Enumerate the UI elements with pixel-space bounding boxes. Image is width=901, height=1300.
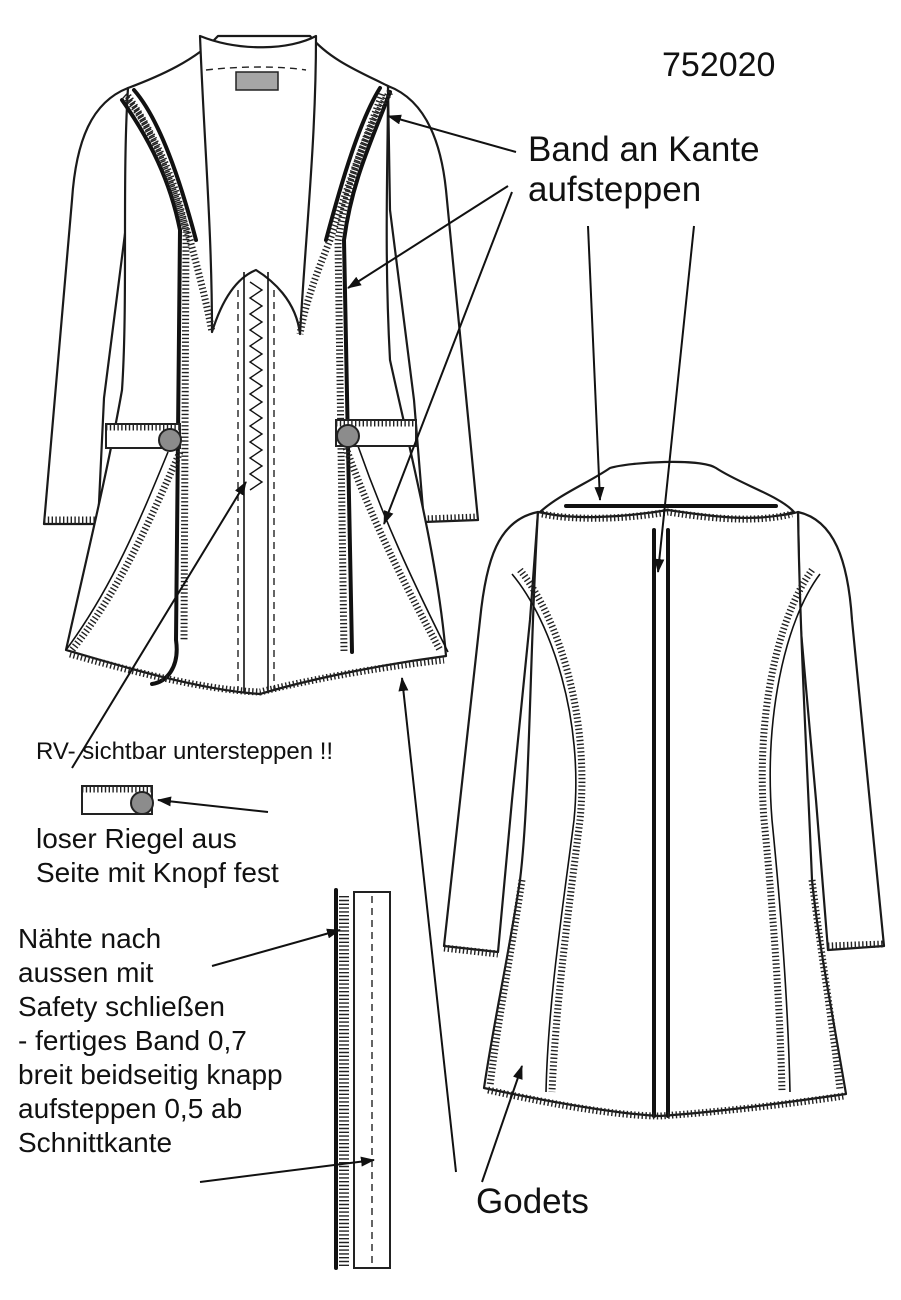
tab-label-line-1: loser Riegel aus (36, 823, 237, 854)
front-view (42, 34, 480, 696)
back-left-sleeve (442, 510, 540, 954)
seams-label: Nähte nach aussen mit Safety schließen -… (18, 922, 283, 1160)
front-collar-edge-left (132, 88, 198, 242)
arrow-icon (157, 796, 269, 813)
arrow-icon (398, 677, 457, 1173)
back-right-cuff (827, 940, 885, 950)
front-collar-edge-right (324, 86, 382, 242)
front-collar-stitch (205, 66, 307, 71)
style-number: 752020 (662, 46, 776, 84)
back-left-cuff (443, 944, 499, 958)
front-left-panel-seam (120, 98, 183, 686)
band-label: Band an Kante aufsteppen (528, 130, 760, 210)
callout-arrows (71, 114, 695, 1183)
front-collar (198, 34, 318, 336)
seams-label-line-1: Nähte nach (18, 923, 162, 954)
loose-tab-detail (81, 785, 154, 815)
seams-label-line-2: aussen mit (18, 957, 154, 988)
front-right-godet-line (357, 445, 449, 653)
seam-detail (334, 888, 391, 1270)
band-label-line-2: aufsteppen (528, 170, 702, 209)
back-left-panel-seam (517, 567, 586, 1093)
seams-label-line-3: Safety schließen (18, 991, 225, 1022)
tab-label: loser Riegel aus Seite mit Knopf fest (36, 822, 279, 890)
tab-label-line-2: Seite mit Knopf fest (36, 857, 279, 888)
button-icon (158, 428, 182, 452)
back-left-panel-line (511, 573, 577, 1093)
back-right-panel-line (769, 573, 821, 1093)
front-right-godet (342, 446, 444, 652)
front-collar-band-left (121, 93, 216, 333)
back-right-sleeve (796, 510, 886, 952)
front-right-cuff (423, 513, 479, 523)
arrow-icon (199, 1156, 375, 1183)
arrow-icon (387, 114, 517, 153)
front-right-panel-band (334, 92, 386, 653)
zipper-label: RV- sichtbar untersteppen !! (36, 738, 334, 765)
seams-label-line-6: aufsteppen 0,5 ab (18, 1093, 243, 1124)
back-collar-band (541, 508, 793, 523)
seams-label-line-4: - fertiges Band 0,7 (18, 1025, 247, 1056)
front-collar-band-right (296, 89, 393, 335)
arrow-icon (654, 225, 695, 573)
band-label-line-1: Band an Kante (528, 130, 760, 169)
button-icon (336, 424, 360, 448)
back-view (442, 460, 886, 1120)
godets-label: Godets (476, 1182, 589, 1221)
front-left-sleeve (42, 86, 130, 526)
front-zipper-stitch (237, 290, 275, 690)
back-right-godet (808, 879, 844, 1091)
arrow-icon (481, 1065, 523, 1183)
front-hem-band (69, 650, 445, 696)
brand-label-patch (235, 71, 279, 91)
front-left-panel-band (125, 94, 190, 641)
arrow-icon (383, 191, 513, 525)
back-right-panel-seam (758, 567, 815, 1093)
arrow-icon (347, 185, 509, 289)
arrow-icon (71, 481, 247, 769)
arrow-icon (587, 225, 605, 501)
front-zipper-teeth (248, 281, 264, 491)
button-icon (130, 791, 154, 815)
arrow-icon (211, 928, 341, 967)
back-hem-band (487, 1086, 845, 1120)
front-left-godet-line (65, 451, 169, 651)
back-zipper-tape (652, 528, 670, 1118)
seams-label-line-5: breit beidseitig knapp (18, 1059, 283, 1090)
seams-label-line-7: Schnittkante (18, 1127, 173, 1158)
